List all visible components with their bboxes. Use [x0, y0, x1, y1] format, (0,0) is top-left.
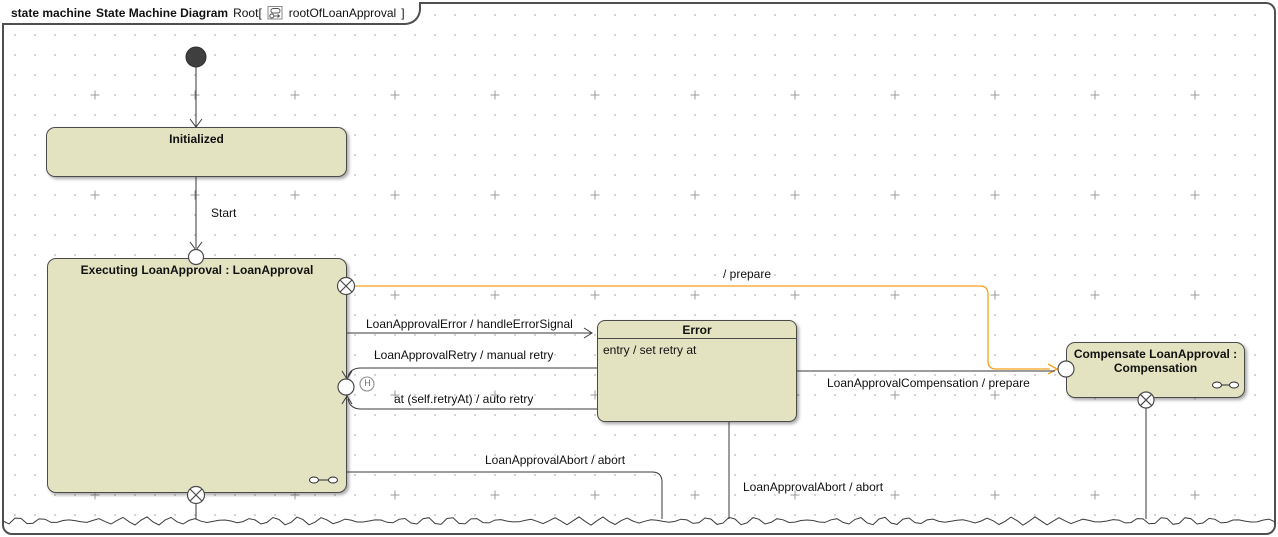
- state-machine-diagram-icon: [267, 5, 283, 19]
- label-start[interactable]: Start: [211, 206, 237, 220]
- state-compensate-loanapproval[interactable]: Compensate LoanApproval : Compensation: [1066, 342, 1245, 398]
- root-name-label: rootOfLoanApproval: [288, 5, 397, 20]
- label-abort-mid[interactable]: LoanApprovalAbort / abort: [743, 480, 884, 494]
- close-bracket-label: ]: [401, 5, 405, 20]
- state-initialized-title: Initialized: [169, 132, 224, 146]
- root-prefix-label: Root[: [233, 5, 262, 20]
- label-manual-retry[interactable]: LoanApprovalRetry / manual retry: [374, 348, 554, 362]
- state-error-title: Error: [598, 321, 796, 339]
- state-initialized[interactable]: Initialized: [46, 127, 347, 177]
- state-executing-loanapproval[interactable]: Executing LoanApproval : LoanApproval: [47, 258, 347, 493]
- label-auto-retry[interactable]: at (self.retryAt) / auto retry: [394, 392, 534, 406]
- state-error[interactable]: Error entry / set retry at: [597, 320, 797, 422]
- state-compensate-title: Compensate LoanApproval : Compensation: [1073, 347, 1238, 375]
- label-prepare[interactable]: / prepare: [723, 267, 772, 281]
- history-h-label: H: [364, 378, 371, 388]
- state-executing-title: Executing LoanApproval : LoanApproval: [80, 263, 314, 277]
- label-compensation[interactable]: LoanApprovalCompensation / prepare: [827, 376, 1030, 390]
- diagram-type-label: State Machine Diagram: [96, 5, 229, 20]
- label-error-signal[interactable]: LoanApprovalError / handleErrorSignal: [366, 317, 573, 331]
- diagram-frame-tab[interactable]: state machine State Machine Diagram Root…: [2, 2, 421, 25]
- label-abort-left[interactable]: LoanApprovalAbort / abort: [485, 453, 626, 467]
- frame-kind-label: state machine: [11, 5, 92, 20]
- state-error-entry-activity: entry / set retry at: [603, 343, 697, 357]
